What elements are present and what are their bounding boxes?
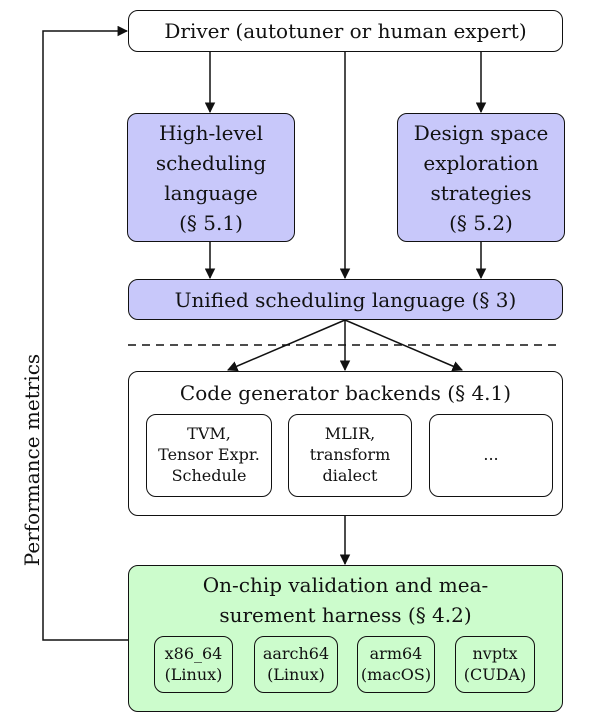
target-nvptx-label: nvptx (CUDA) bbox=[463, 643, 527, 684]
design-space-exploration-label: Design space exploration strategies (§ 5… bbox=[413, 120, 549, 235]
code-generator-backends-box: Code generator backends (§ 4.1) TVM, Ten… bbox=[128, 371, 563, 516]
target-aarch64-box: aarch64 (Linux) bbox=[254, 636, 338, 693]
target-arm64-label: arm64 (macOS) bbox=[360, 643, 432, 684]
backend-more-box: ... bbox=[429, 414, 553, 497]
unified-scheduling-label: Unified scheduling language (§ 3) bbox=[174, 287, 517, 312]
backend-more-label: ... bbox=[483, 445, 499, 465]
backend-mlir-box: MLIR, transform dialect bbox=[288, 414, 412, 497]
unified-scheduling-box: Unified scheduling language (§ 3) bbox=[128, 279, 563, 320]
arrow-unified-to-codegen-left bbox=[227, 319, 346, 372]
target-aarch64-label: aarch64 (Linux) bbox=[262, 643, 330, 684]
validation-harness-box: On-chip validation and mea- surement har… bbox=[128, 565, 563, 712]
target-x86-label: x86_64 (Linux) bbox=[164, 643, 223, 684]
validation-harness-title: On-chip validation and mea- surement har… bbox=[202, 573, 489, 627]
feedback-loop-line bbox=[42, 25, 129, 641]
target-arm64-box: arm64 (macOS) bbox=[357, 636, 435, 693]
target-x86-box: x86_64 (Linux) bbox=[154, 636, 233, 693]
performance-metrics-label: Performance metrics bbox=[20, 353, 44, 567]
backend-mlir-label: MLIR, transform dialect bbox=[309, 424, 391, 485]
design-space-exploration-box: Design space exploration strategies (§ 5… bbox=[397, 113, 565, 242]
driver-label: Driver (autotuner or human expert) bbox=[164, 19, 527, 43]
driver-box: Driver (autotuner or human expert) bbox=[128, 10, 563, 52]
arrow-unified-to-codegen-right bbox=[344, 319, 463, 372]
high-level-scheduling-box: High-level scheduling language (§ 5.1) bbox=[127, 113, 295, 242]
high-level-scheduling-label: High-level scheduling language (§ 5.1) bbox=[155, 120, 267, 235]
target-nvptx-box: nvptx (CUDA) bbox=[455, 636, 535, 693]
code-generator-title: Code generator backends (§ 4.1) bbox=[179, 381, 512, 405]
backend-tvm-box: TVM, Tensor Expr. Schedule bbox=[146, 414, 272, 497]
backend-tvm-label: TVM, Tensor Expr. Schedule bbox=[158, 424, 260, 485]
